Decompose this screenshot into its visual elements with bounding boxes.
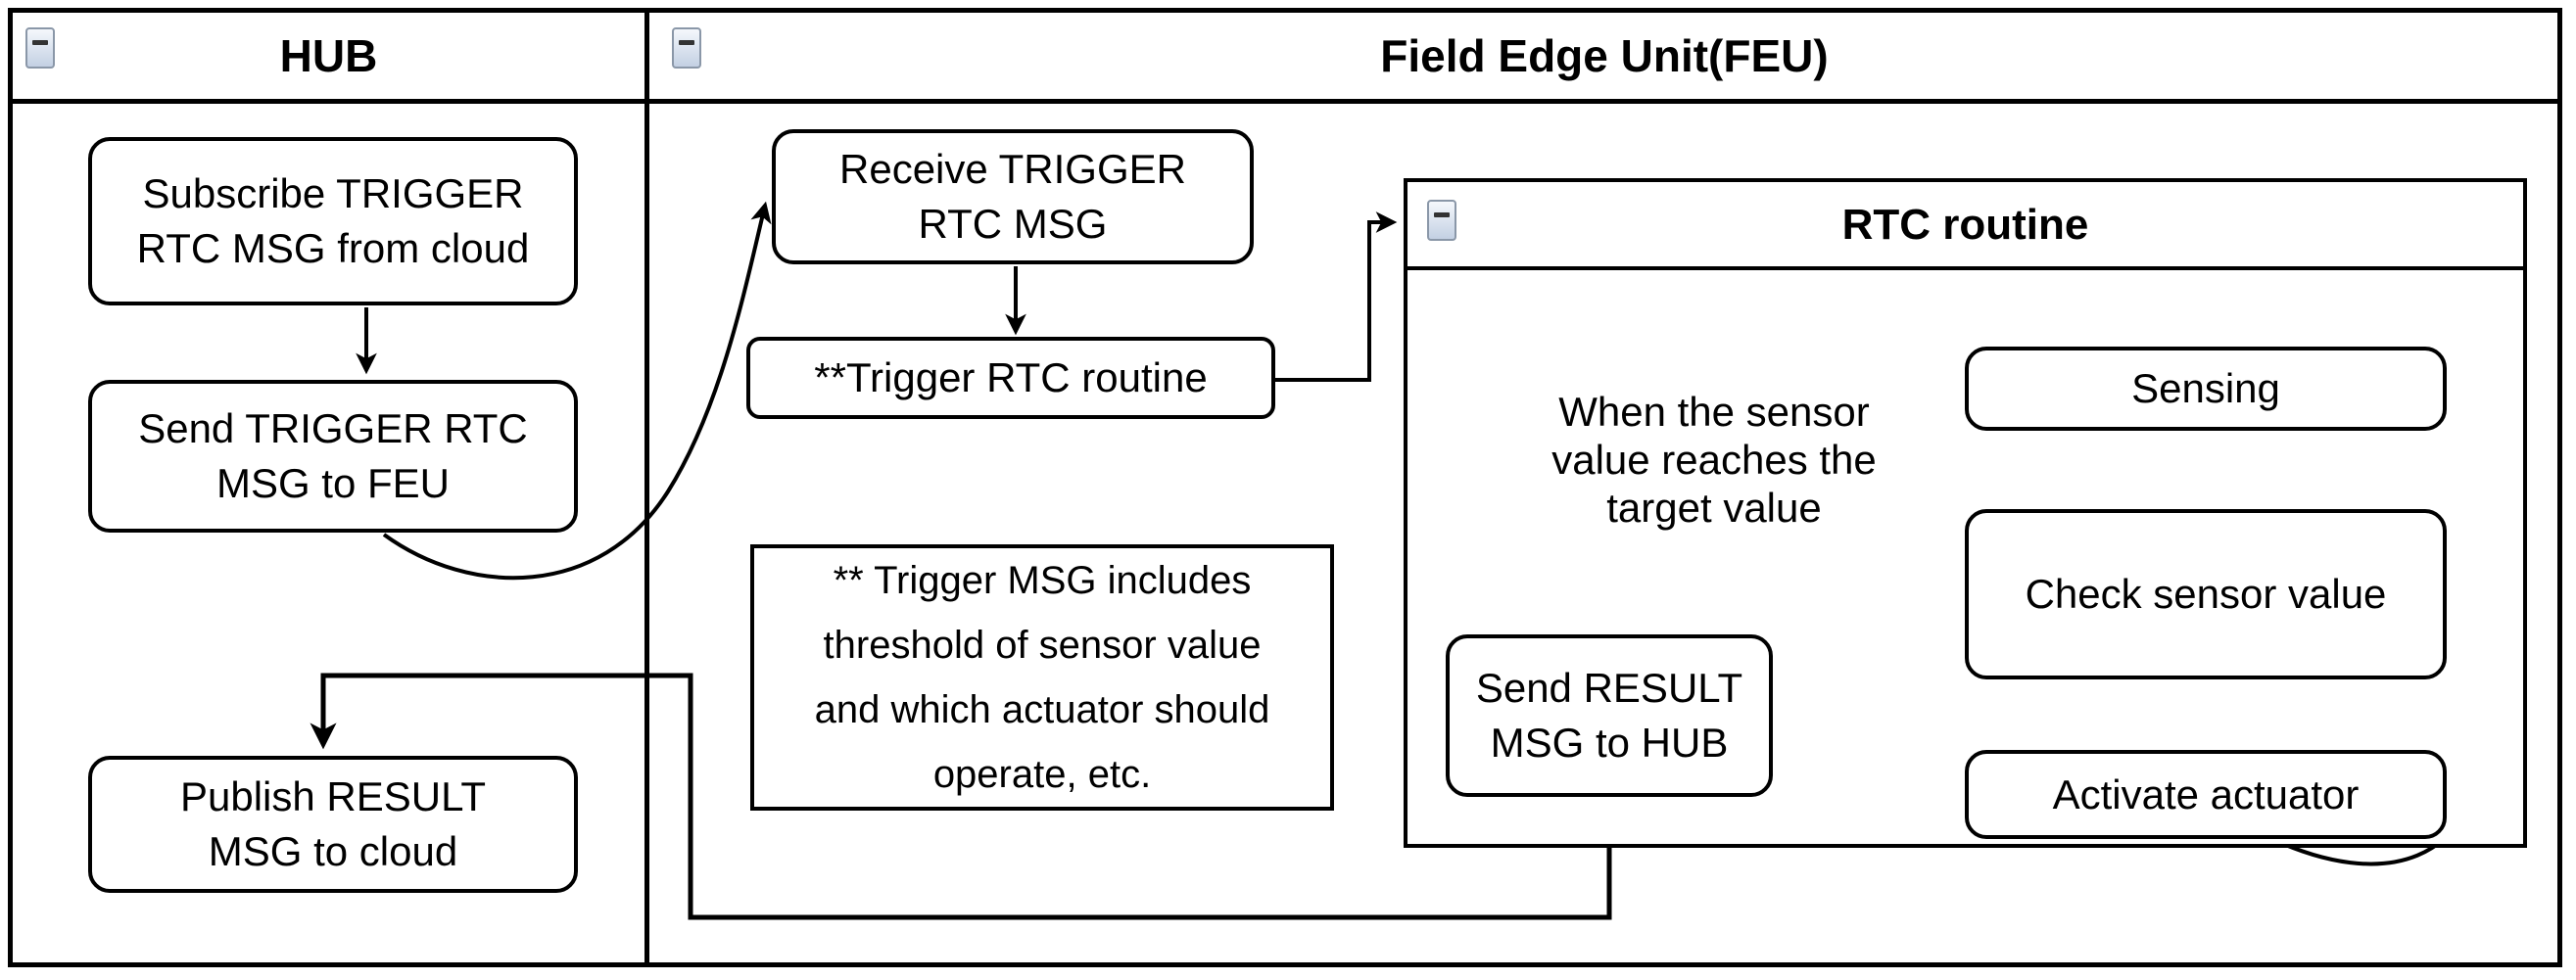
node-text: RTC MSG	[918, 201, 1108, 247]
node-send-result: Send RESULT MSG to HUB	[1446, 634, 1773, 797]
lane-header-separator	[8, 99, 2562, 104]
collapse-hub-button[interactable]	[25, 27, 55, 69]
node-receive-trigger: Receive TRIGGER RTC MSG	[772, 129, 1254, 264]
node-check-sensor-value: Check sensor value	[1965, 509, 2447, 679]
node-text: Send TRIGGER RTC	[138, 405, 528, 451]
node-text: Activate actuator	[2052, 770, 2360, 817]
node-trigger-rtc-routine: **Trigger RTC routine	[746, 337, 1275, 419]
hub-lane-title: HUB	[13, 13, 644, 99]
node-publish-result: Publish RESULT MSG to cloud	[88, 756, 578, 893]
hub-lane-title-text: HUB	[279, 30, 378, 81]
note-text-line: and which actuator should	[814, 688, 1270, 731]
node-send-trigger: Send TRIGGER RTC MSG to FEU	[88, 380, 578, 533]
note-text-line: ** Trigger MSG includes	[833, 559, 1252, 602]
condition-label-line: value reaches the	[1551, 436, 1877, 483]
node-subscribe-trigger: Subscribe TRIGGER RTC MSG from cloud	[88, 137, 578, 305]
condition-label: When the sensor value reaches the target…	[1474, 386, 1954, 533]
node-text: MSG to FEU	[215, 460, 451, 506]
diagram-outer-border	[8, 8, 2562, 967]
node-activate-actuator: Activate actuator	[1965, 750, 2447, 839]
feu-lane-title: Field Edge Unit(FEU)	[649, 13, 2559, 99]
node-text: Sensing	[2131, 365, 2280, 411]
rtc-header-separator	[1407, 266, 2523, 270]
collapse-feu-button[interactable]	[672, 27, 701, 69]
node-text: MSG to cloud	[208, 828, 458, 874]
rtc-routine-title: RTC routine	[1407, 188, 2523, 262]
node-text: RTC MSG from cloud	[136, 225, 530, 271]
note-text-line: threshold of sensor value	[823, 624, 1262, 667]
minus-icon	[1434, 212, 1450, 217]
node-text: Check sensor value	[2025, 571, 2387, 617]
node-text: Send RESULT	[1475, 665, 1743, 711]
note-trigger-msg: ** Trigger MSG includes threshold of sen…	[750, 544, 1334, 811]
minus-icon	[679, 40, 694, 45]
lane-divider	[644, 8, 649, 967]
minus-icon	[32, 40, 48, 45]
collapse-rtc-button[interactable]	[1427, 200, 1456, 241]
rtc-routine-title-text: RTC routine	[1841, 201, 2089, 249]
node-sensing: Sensing	[1965, 347, 2447, 431]
condition-label-line: target value	[1606, 484, 1822, 531]
node-text: Receive TRIGGER	[839, 146, 1186, 192]
node-text: Publish RESULT	[179, 773, 486, 819]
feu-lane-title-text: Field Edge Unit(FEU)	[1380, 30, 1829, 81]
node-text: **Trigger RTC routine	[814, 354, 1208, 400]
node-text: Subscribe TRIGGER	[142, 170, 524, 216]
note-text-line: operate, etc.	[932, 753, 1152, 796]
condition-label-line: When the sensor	[1558, 388, 1870, 435]
node-text: MSG to HUB	[1490, 720, 1729, 766]
